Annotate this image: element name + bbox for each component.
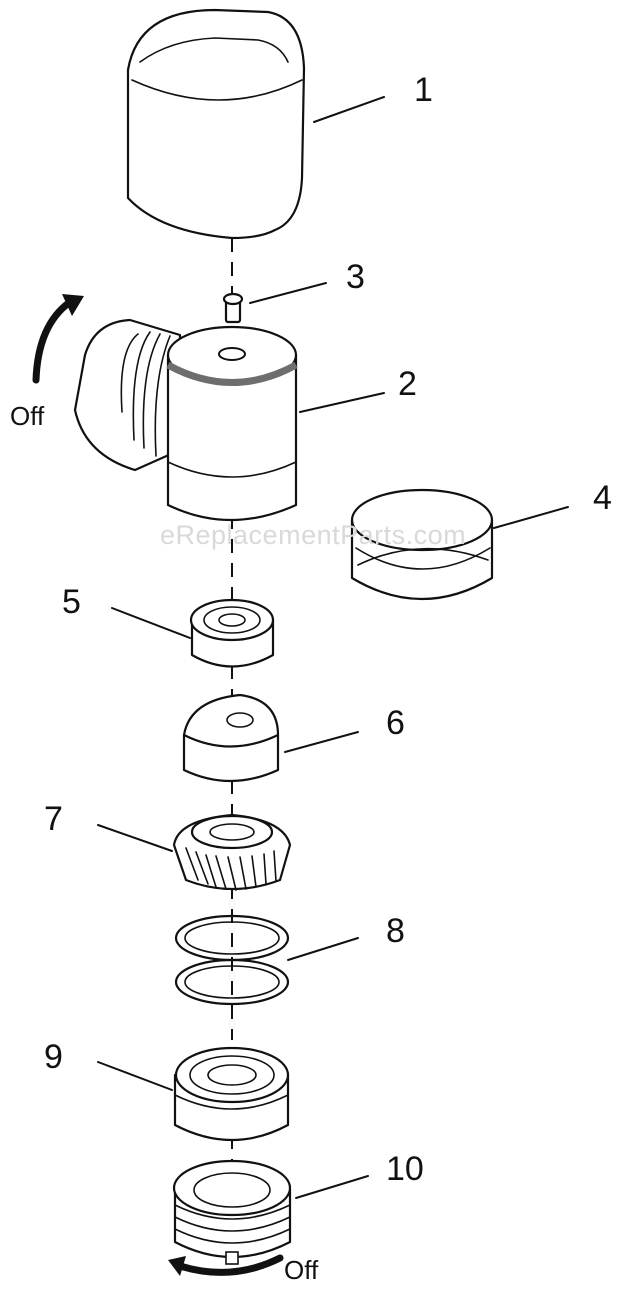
rotation-arrow-bottom bbox=[168, 1254, 284, 1276]
part-3-screw bbox=[222, 292, 244, 324]
part-9-bearing bbox=[173, 1046, 290, 1142]
rotation-label-top: Off bbox=[10, 401, 45, 431]
rotation-label-bottom: Off bbox=[284, 1255, 319, 1285]
label-part-7: 7 bbox=[44, 800, 63, 838]
rotation-arrow-top bbox=[32, 294, 84, 384]
leader-lines bbox=[97, 96, 569, 1199]
label-part-8: 8 bbox=[386, 912, 405, 950]
part-6-cam bbox=[182, 693, 280, 783]
label-part-10: 10 bbox=[386, 1150, 424, 1188]
label-part-1: 1 bbox=[414, 71, 433, 109]
part-10-nut bbox=[172, 1159, 292, 1265]
watermark-text: eReplacementParts.com bbox=[160, 520, 466, 550]
label-part-5: 5 bbox=[62, 583, 81, 621]
part-5-bearing bbox=[189, 598, 275, 668]
part-4-ring bbox=[350, 488, 494, 600]
label-part-4: 4 bbox=[593, 479, 612, 517]
label-part-2: 2 bbox=[398, 365, 417, 403]
part-8-rings bbox=[174, 914, 290, 1006]
label-part-9: 9 bbox=[44, 1038, 63, 1076]
label-part-3: 3 bbox=[346, 258, 365, 296]
grey-band bbox=[166, 361, 298, 386]
part-1-cap bbox=[126, 8, 306, 240]
label-part-6: 6 bbox=[386, 704, 405, 742]
part-7-gear bbox=[172, 813, 292, 891]
part-2-handle-body bbox=[73, 318, 298, 522]
